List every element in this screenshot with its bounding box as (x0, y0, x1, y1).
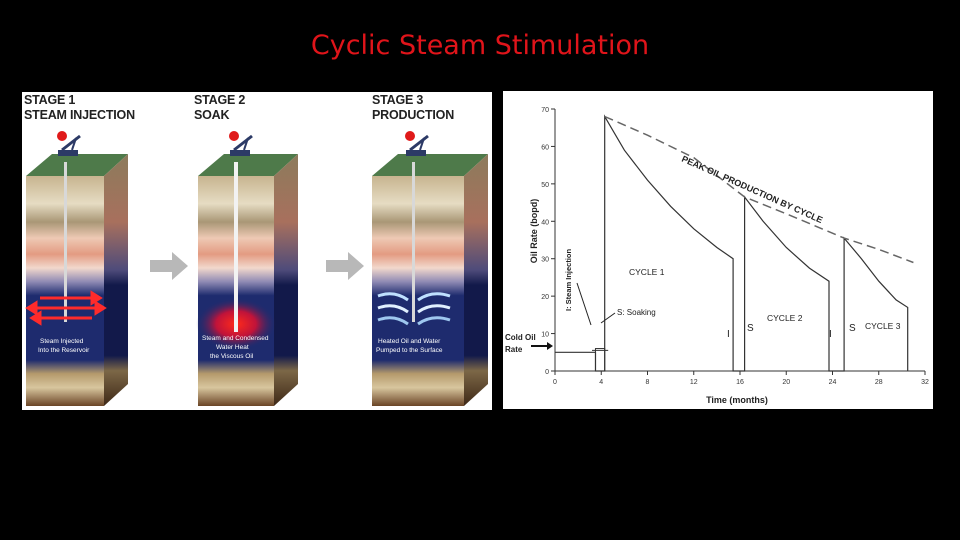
peak-production-label: PEAK OIL PRODUCTION BY CYCLE (680, 154, 824, 225)
cold-oil-rate-arrow-icon (531, 342, 553, 350)
y-tick-label: 20 (541, 294, 549, 301)
x-tick-label: 32 (921, 379, 929, 386)
steam-injection-label: I: Steam Injection (564, 248, 573, 311)
y-tick-label: 70 (541, 107, 549, 114)
cold-oil-rate-label-line2: Rate (505, 345, 523, 354)
stage-1-caption-line2: Into the Reservoir (38, 347, 90, 354)
stage-arrow-2-icon (326, 252, 364, 280)
stage-3-title: STAGE 3 PRODUCTION (372, 93, 454, 123)
stage-3-block: Heated Oil and Water Pumped to the Surfa… (372, 131, 488, 406)
stage-1-number: STAGE 1 (24, 93, 76, 107)
x-axis-label: Time (months) (706, 395, 768, 405)
steam-injection-pointer (576, 282, 592, 326)
chart-series (555, 114, 914, 372)
peak-trend-line (604, 115, 914, 264)
oil-rate-line (555, 114, 909, 372)
y-tick-label: 0 (545, 369, 549, 376)
stage-2-number: STAGE 2 (194, 93, 246, 107)
x-tick-label: 12 (690, 379, 698, 386)
cycle-2-soak-marker: S (747, 323, 754, 334)
stage-1-caption-line1: Steam Injected (40, 338, 84, 345)
cycle-1-injection-box (594, 348, 606, 372)
y-tick-label: 30 (541, 257, 549, 264)
stage-2-name: SOAK (194, 108, 230, 122)
x-tick-label: 0 (553, 379, 557, 386)
cycle-3-injection-marker: I (829, 329, 832, 340)
y-tick-label: 40 (541, 219, 549, 226)
steam-arrows-icon (25, 290, 107, 326)
cycle-3-label: CYCLE 3 (865, 321, 901, 331)
stage-3-number: STAGE 3 (372, 93, 424, 107)
pump-jack-icon (57, 131, 81, 156)
stage-3-name: PRODUCTION (372, 108, 455, 122)
stage-2-caption-line1: Steam and Condensed (202, 335, 269, 342)
x-tick-label: 24 (829, 379, 837, 386)
y-axis-label: Oil Rate (bopd) (529, 199, 539, 264)
y-tick-label: 50 (541, 182, 549, 189)
stage-2-title: STAGE 2 SOAK (194, 93, 245, 123)
stage-1-name: STEAM INJECTION (24, 108, 135, 122)
pump-jack-icon (229, 131, 253, 156)
stage-2-caption-line2: Water Heat (216, 344, 249, 351)
cycle-1-label: CYCLE 1 (629, 267, 665, 277)
soaking-label: S: Soaking (617, 308, 656, 317)
cycle-2-injection-marker: I (727, 329, 730, 340)
x-tick-label: 4 (599, 379, 603, 386)
stage-1-title: STAGE 1 STEAM INJECTION (24, 93, 135, 123)
stage-3-caption-line1: Heated Oil and Water (378, 338, 441, 345)
x-tick-label: 28 (875, 379, 883, 386)
stage-blocks-svg: Steam Injected Into the Reservoir Steam … (25, 131, 488, 406)
y-tick-label: 60 (541, 144, 549, 151)
production-flow-icon (377, 292, 451, 326)
x-tick-label: 20 (782, 379, 790, 386)
cycle-2-label: CYCLE 2 (767, 313, 803, 323)
pump-jack-icon (405, 131, 429, 156)
stage-2-caption-line3: the Viscous Oil (210, 353, 254, 360)
x-tick-label: 16 (736, 379, 744, 386)
stage-arrow-1-icon (150, 252, 188, 280)
stage-2-block: Steam and Condensed Water Heat the Visco… (196, 131, 298, 406)
cycle-3-soak-marker: S (849, 323, 856, 334)
chart-svg: 0 10 20 30 40 50 60 70 0 4 8 12 16 20 24 28 32 Oil Rate … (505, 107, 929, 405)
stage-1-block: Steam Injected Into the Reservoir (25, 131, 128, 406)
page-title: Cyclic Steam Stimulation (310, 30, 650, 61)
cold-oil-rate-label-line1: Cold Oil (505, 333, 536, 342)
y-tick-label: 10 (541, 332, 549, 339)
x-tick-label: 8 (646, 379, 650, 386)
oil-rate-chart: 0 10 20 30 40 50 60 70 0 4 8 12 16 20 24 28 32 Oil Rate … (503, 91, 933, 409)
soaking-pointer (600, 312, 616, 324)
stage-3-caption-line2: Pumped to the Surface (376, 347, 443, 354)
stage-illustration: STAGE 1 STEAM INJECTION STAGE 2 SOAK STA… (22, 92, 492, 410)
